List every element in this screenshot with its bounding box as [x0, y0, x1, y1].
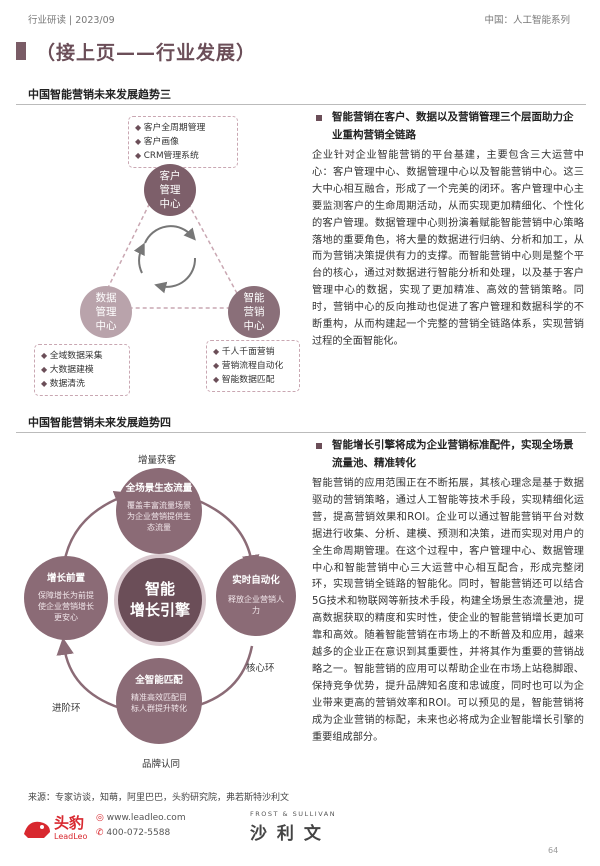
growth-engine-center: 智能 增长引擎: [114, 554, 206, 646]
section2-rule: [16, 432, 586, 433]
header-right: 中国：人工智能系列: [484, 15, 570, 26]
page-title: （接上页——行业发展）: [36, 42, 257, 64]
realtime-automation-circle: 实时自动化 释放企业营销人力: [216, 556, 296, 636]
marketing-center-node: 智能 营销 中心: [228, 286, 280, 338]
outer-label-left: 进阶环: [52, 703, 81, 714]
circle-desc: 保障增长为前提使企业营销增长更安心: [38, 591, 94, 622]
heading-bullet: [316, 115, 322, 121]
circle-desc: 精准高效匹配目标人群提升转化: [131, 693, 187, 713]
title-accent-bar: [16, 42, 26, 60]
triangle-diagram-lines: [96, 164, 247, 309]
circle-desc: 释放企业营销人力: [228, 595, 284, 615]
logo-text: 头豹: [54, 814, 85, 832]
outer-label-right: 核心环: [246, 663, 275, 674]
website-text: www.leadleo.com: [106, 813, 186, 823]
outer-label-bottom: 品牌认同: [142, 759, 181, 770]
customer-center-node: 客户 管理 中心: [144, 164, 196, 216]
growth-first-circle: 增长前置 保障增长为前提使企业营销增长更安心: [24, 556, 108, 640]
box-item: 全域数据采集: [41, 349, 123, 363]
phone-icon: ✆: [96, 828, 104, 838]
section2-title: 中国智能营销未来发展趋势四: [28, 416, 171, 429]
section1-diagram: 客户全周期管理 客户画像 CRM管理系统 客户 管理 中心 数据 管理 中心 智…: [20, 108, 300, 398]
header-left: 行业研读 | 2023/09: [28, 15, 115, 26]
section2-diagram: 增量获客 核心环 品牌认同 进阶环 全场景生态流量 覆盖丰富流量场景为企业营销提…: [20, 446, 300, 776]
box-item: 千人千面营销: [213, 345, 293, 359]
section1-heading: 智能营销在客户、数据以及营销管理三个层面助力企业重构营销全链路: [332, 111, 574, 141]
circle-title: 全智能匹配: [135, 675, 183, 686]
phone-text: 400-072-5588: [106, 828, 171, 838]
page-number: 64: [548, 846, 559, 855]
leopard-icon: [24, 821, 50, 838]
marketing-center-box: 千人千面营销 营销流程自动化 智能数据匹配: [206, 340, 300, 392]
data-center-node: 数据 管理 中心: [80, 286, 132, 338]
data-center-box: 全域数据采集 大数据建模 数据清洗: [34, 344, 130, 396]
partner-small: FROST & SULLIVAN: [250, 810, 337, 818]
section2-body: 智能营销的应用范围正在不断拓展，其核心理念是基于数据驱动的营销策略，通过人工智能…: [312, 478, 584, 743]
source-note: 来源：专家访谈，知萌，阿里巴巴，头豹研究院，弗若斯特沙利文: [28, 793, 290, 803]
logo-sub: LeadLeo: [54, 832, 88, 841]
box-item: 数据清洗: [41, 377, 123, 391]
heading-bullet: [316, 443, 322, 449]
circle-title: 全场景生态流量: [125, 483, 193, 494]
phone-link[interactable]: ✆ 400-072-5588: [96, 828, 170, 838]
box-item: 智能数据匹配: [213, 373, 293, 387]
box-item: 客户全周期管理: [135, 121, 231, 135]
section1-title: 中国智能营销未来发展趋势三: [28, 88, 171, 101]
section1-rule: [16, 104, 586, 105]
full-smart-match-circle: 全智能匹配 精准高效匹配目标人群提升转化: [116, 658, 202, 744]
outer-label-top: 增量获客: [138, 455, 177, 466]
leadleo-logo: 头豹 LeadLeo: [22, 812, 112, 846]
circle-title: 实时自动化: [232, 575, 280, 586]
section2-heading: 智能增长引擎将成为企业营销标准配件，实现全场景流量池、精准转化: [332, 439, 574, 469]
globe-icon: ◎: [96, 813, 104, 823]
box-item: 客户画像: [135, 135, 231, 149]
box-item: CRM管理系统: [135, 149, 231, 163]
circle-desc: 覆盖丰富流量场景为企业营销提供生态流量: [127, 501, 191, 532]
website-link[interactable]: ◎ www.leadleo.com: [96, 813, 186, 823]
circle-title: 增长前置: [46, 573, 85, 584]
partner-logo: 沙 利 文: [250, 824, 323, 844]
box-item: 营销流程自动化: [213, 359, 293, 373]
section1-body: 企业针对企业智能营销的平台基建，主要包含三大运营中心：客户管理中心、数据管理中心…: [312, 150, 584, 347]
customer-center-box: 客户全周期管理 客户画像 CRM管理系统: [128, 116, 238, 168]
box-item: 大数据建模: [41, 363, 123, 377]
full-scene-traffic-circle: 全场景生态流量 覆盖丰富流量场景为企业营销提供生态流量: [116, 468, 202, 554]
